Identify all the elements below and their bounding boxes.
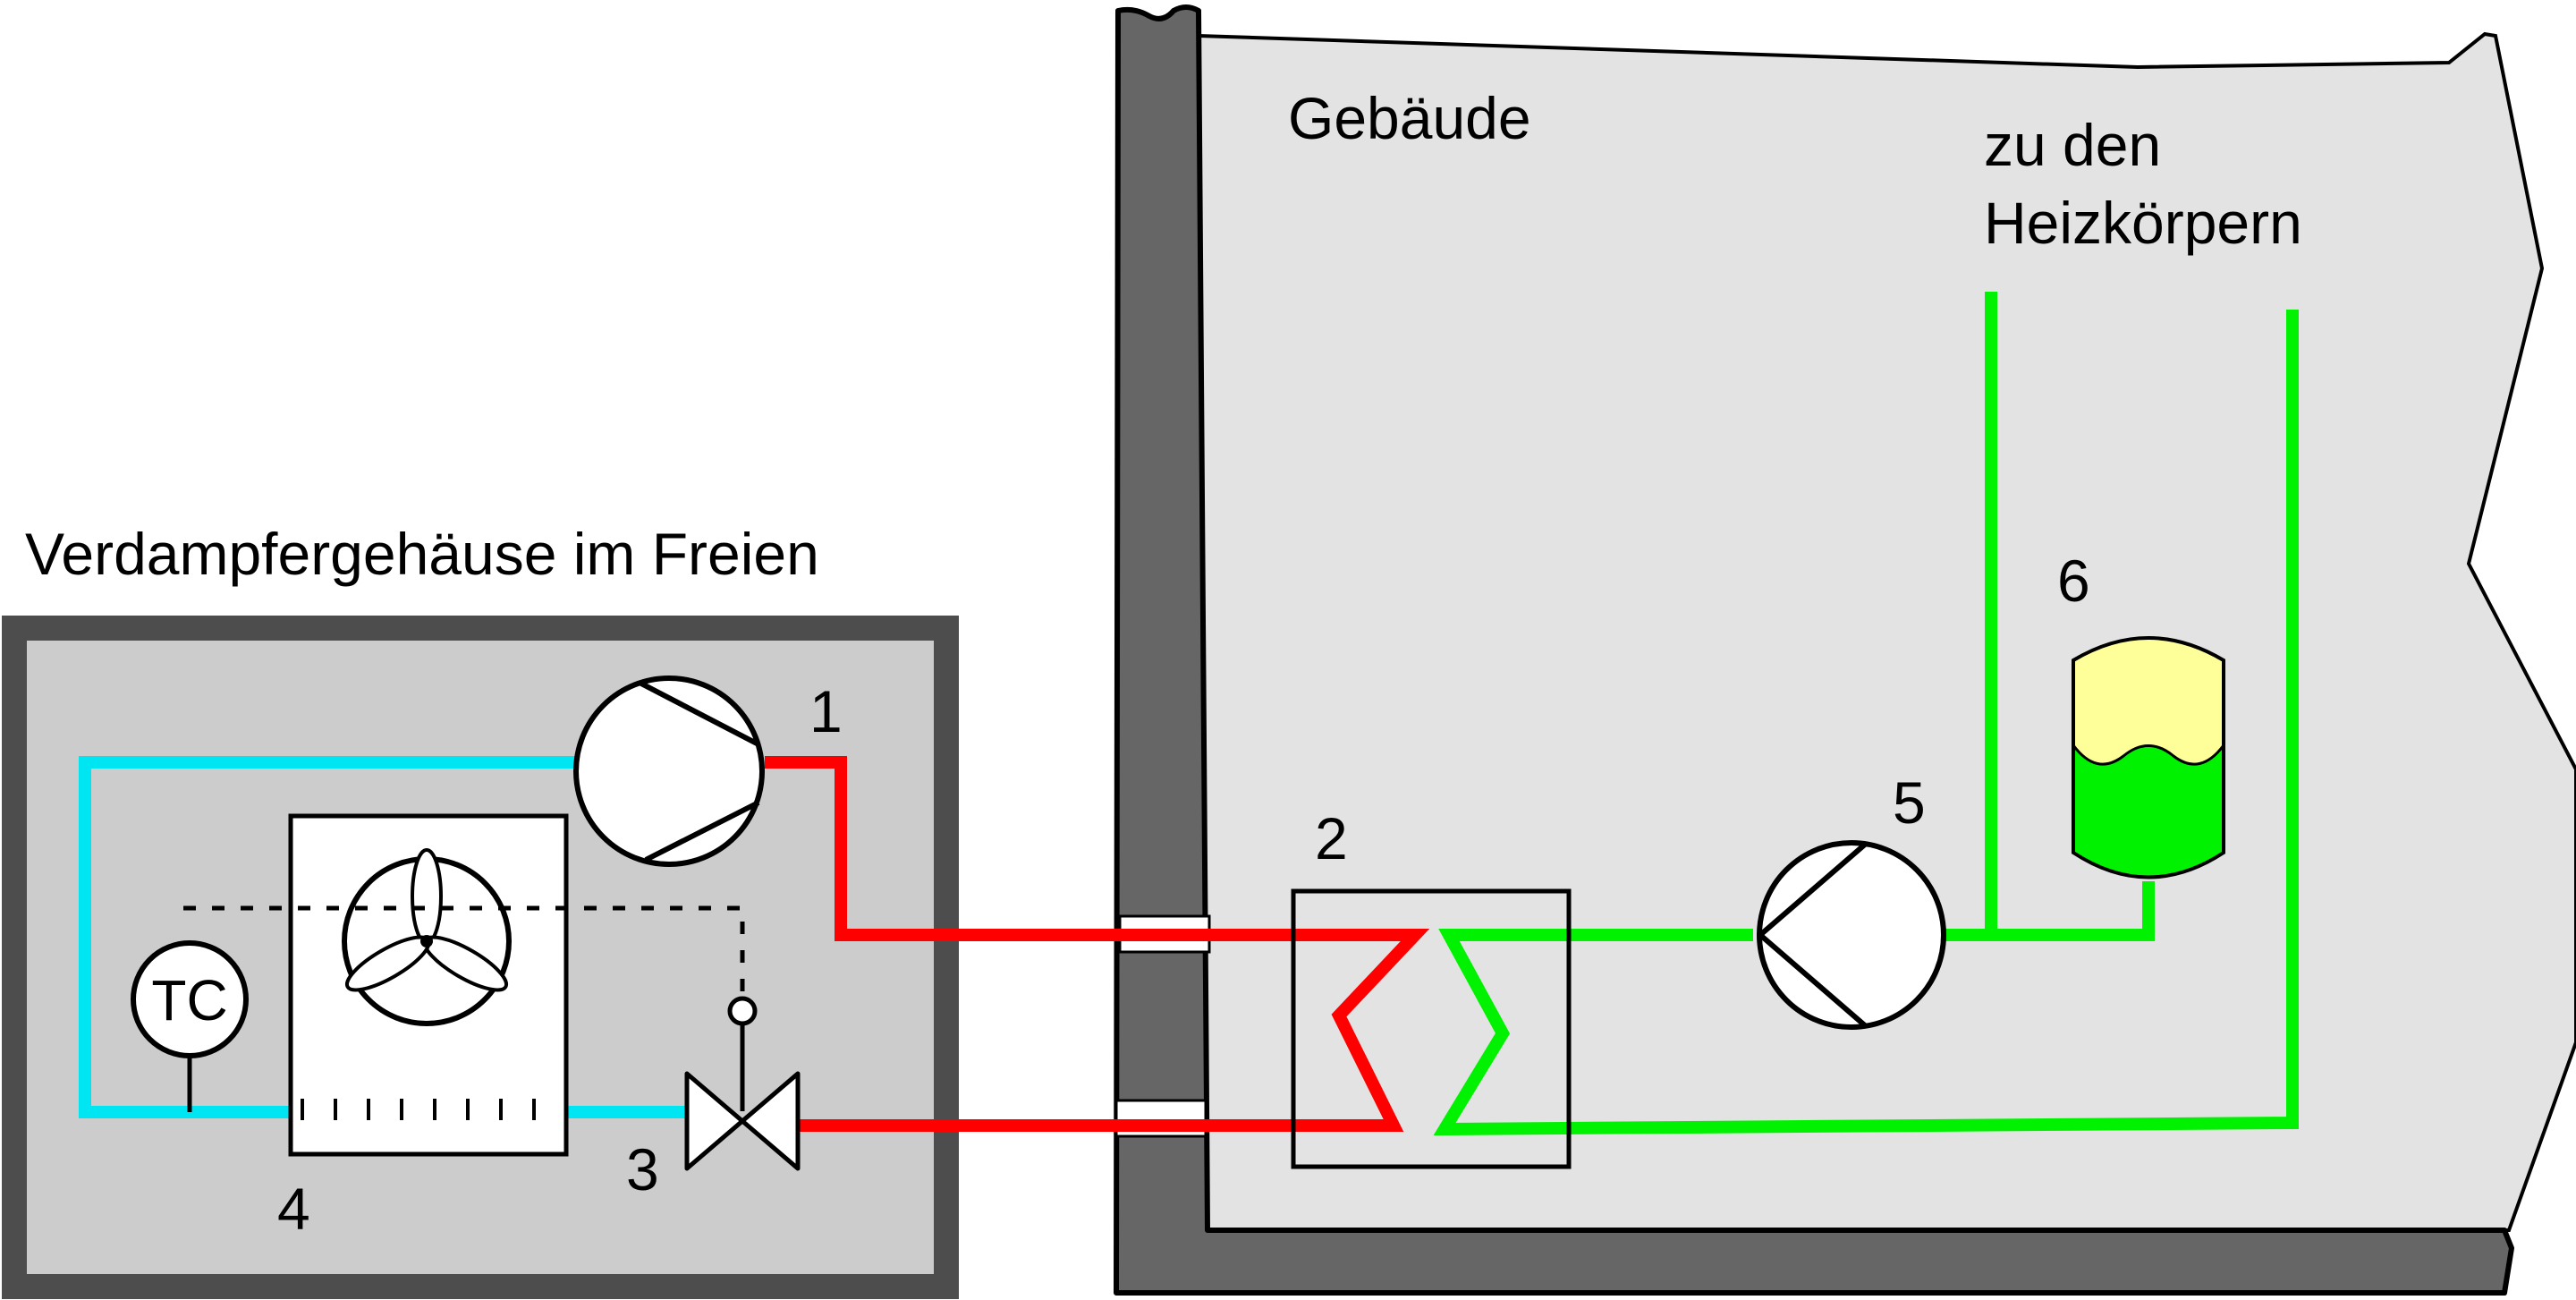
radiators-label-line2: Heizkörpern: [1984, 190, 2302, 256]
building-label: Gebäude: [1288, 85, 1531, 151]
component-number-2: 2: [1315, 805, 1348, 871]
expansion-tank-icon: [2072, 636, 2225, 879]
hot-refrigerant-supply-line: [765, 756, 1430, 1132]
fan-icon: [342, 848, 512, 1026]
radiators-label-line1: zu den: [1984, 112, 2161, 178]
pump-icon: [1757, 840, 1946, 1030]
temperature-controller: TC: [131, 940, 249, 1058]
component-number-1: 1: [809, 678, 843, 744]
condenser-box: [1291, 888, 1572, 1169]
valve-actuator: [727, 996, 758, 1026]
heating-water-condenser-line: [1433, 310, 2299, 1136]
heating-water-pump-outlet: [1943, 881, 2155, 941]
component-number-6: 6: [2057, 548, 2090, 614]
outdoor-unit-label: Verdampfergehäuse im Freien: [25, 521, 819, 587]
component-number-5: 5: [1893, 769, 1926, 836]
building-wall: [1114, 4, 2514, 1296]
controller-label: TC: [151, 968, 227, 1032]
building-interior: [1196, 31, 2576, 1232]
compressor-icon: [573, 675, 765, 867]
component-number-3: 3: [626, 1136, 659, 1202]
expansion-valve-icon: [684, 1071, 801, 1171]
component-number-4: 4: [277, 1176, 310, 1242]
evaporator-fins: [301, 1099, 536, 1120]
